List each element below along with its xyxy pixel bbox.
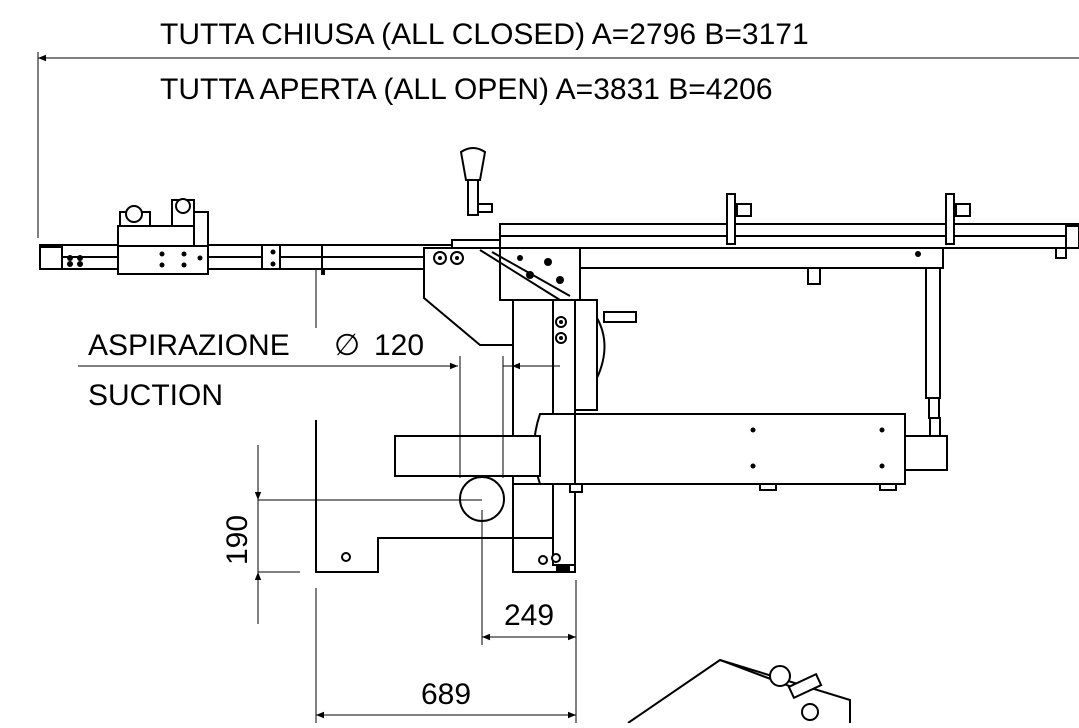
overall-closed-label: TUTTA CHIUSA (ALL CLOSED) A=2796 B=3171 bbox=[160, 18, 809, 51]
overall-length-dimension: TUTTA CHIUSA (ALL CLOSED) A=2796 B=3171 … bbox=[37, 18, 1079, 238]
right-extension-table bbox=[499, 193, 1079, 419]
suction-annotation: ASPIRAZIONE ∅ 120 SUCTION bbox=[78, 329, 560, 478]
diameter-symbol: ∅ bbox=[334, 329, 360, 362]
height-190-dimension: 190 bbox=[221, 445, 482, 624]
width-689-label: 689 bbox=[421, 678, 471, 711]
secondary-view-fragment bbox=[627, 658, 851, 724]
width-249-dimension: 249 bbox=[481, 510, 577, 723]
height-190-label: 190 bbox=[221, 515, 254, 565]
width-689-dimension: 689 bbox=[315, 588, 576, 723]
sliding-table bbox=[39, 198, 461, 328]
suction-label-it: ASPIRAZIONE bbox=[88, 329, 290, 362]
width-249-label: 249 bbox=[504, 599, 554, 632]
machine-body bbox=[394, 147, 948, 573]
suction-label-en: SUCTION bbox=[88, 379, 223, 412]
overall-open-label: TUTTA APERTA (ALL OPEN) A=3831 B=4206 bbox=[160, 73, 773, 106]
base-frame bbox=[315, 420, 554, 573]
suction-diameter-value: 120 bbox=[374, 329, 424, 362]
